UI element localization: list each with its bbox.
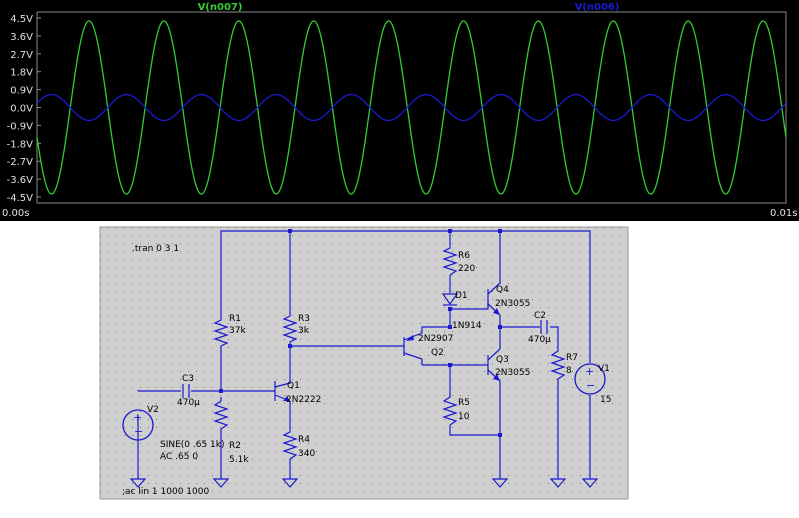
r4-value: 340 [298,449,315,459]
svg-text:+: + [585,365,594,378]
ac-directive[interactable]: ;ac lin 1 1000 1000 [122,487,209,497]
voltage-source-v1[interactable]: + − V1 15 [574,363,611,405]
q2-value: 2N2907 [418,334,453,344]
y-tick-label: 4.5V [10,14,33,25]
v2-value: SINE(0 .65 1k) [160,440,225,450]
r5-name: R5 [458,398,470,408]
r2-value: 5.1k [229,455,249,465]
q2-name: Q2 [431,348,444,358]
voltage-source-v2[interactable]: + − V2 SINE(0 .65 1k) AC .65 0 [122,405,225,462]
y-tick-label: -2.7V [7,157,34,168]
r3-name: R3 [298,314,310,324]
r7-name: R7 [566,353,578,363]
c3-value: 470µ [177,398,200,408]
resistor-r3[interactable]: R3 3k [282,313,310,344]
svg-text:−: − [134,425,143,438]
r1-name: R1 [229,314,241,324]
ground-symbols [129,478,599,488]
c2-name: C2 [534,311,546,321]
c3-name: C3 [182,374,194,384]
x-tick-label-start: 0.00s [2,208,29,219]
svg-text:−: − [586,379,595,392]
y-axis-ticks: 4.5V 3.6V 2.7V 1.8V 0.9V 0.0V -0.9V -1.8V -2.7V -… [7,14,41,204]
q4-value: 2N3055 [495,299,530,309]
tran-directive[interactable]: .tran 0 3 1 [132,244,179,254]
y-tick-label: 1.8V [10,68,33,79]
svg-text:+: + [133,411,142,424]
y-tick-label: -4.5V [7,193,34,204]
transistor-q1[interactable]: Q1 2N2222 [274,381,321,413]
c2-value: 470µ [528,335,551,345]
schematic-grid [100,227,628,499]
resistor-r6[interactable]: R6 220 [442,245,475,276]
resistor-r1[interactable]: R1 37k [213,314,246,352]
v2-name: V2 [147,405,159,415]
y-tick-label: 2.7V [10,50,33,61]
r6-name: R6 [458,251,470,261]
transistor-q4[interactable]: Q4 2N3055 [487,282,530,316]
q1-value: 2N2222 [286,395,321,405]
y-tick-label: 0.0V [10,104,33,115]
r4-name: R4 [298,435,310,445]
capacitor-c3[interactable]: C3 470µ [177,374,200,408]
plot-background [0,0,799,221]
v2-ac-value: AC .65 0 [160,452,198,462]
resistor-r4[interactable]: R4 340 [282,429,315,465]
y-tick-label: -1.8V [7,139,34,150]
resistor-r5[interactable]: R5 10 [442,393,470,426]
junction-dots [219,229,502,437]
q3-value: 2N3055 [495,368,530,378]
resistor-r2[interactable]: R2 5.1k [213,397,249,465]
q1-name: Q1 [287,381,300,391]
x-axis-ticks: 0.00s 0.01s [2,208,797,219]
y-tick-label: 3.6V [10,32,33,43]
r2-name: R2 [229,441,241,451]
waveform-plot[interactable]: V(n007) V(n006) 4.5V 3.6V 2.7V 1.8V 0.9V 0.0V… [0,0,799,221]
r1-value: 37k [229,326,246,336]
transistor-q3[interactable]: Q3 2N3055 [487,348,530,382]
r3-value: 3k [298,326,310,336]
d1-name: D1 [455,291,468,301]
y-tick-label: -0.9V [7,121,34,132]
v1-value: 15 [600,395,611,405]
x-tick-label-end: 0.01s [770,208,797,219]
transistor-q2[interactable]: 2N2907 Q2 [403,332,453,360]
q3-name: Q3 [496,355,509,365]
diode-d1[interactable]: D1 1N914 [441,291,482,331]
y-tick-label: 0.9V [10,86,33,97]
v1-name: V1 [598,364,610,374]
trace-n007-line [36,20,787,195]
trace-label-n007[interactable]: V(n007) [198,2,243,13]
y-tick-label: -3.6V [7,175,34,186]
trace-n006-line [36,93,787,122]
trace-label-n006[interactable]: V(n006) [575,2,620,13]
r5-value: 10 [458,412,470,422]
schematic-editor[interactable]: .tran 0 3 1 ;ac lin 1 1000 1000 [0,221,799,518]
capacitor-c2[interactable]: C2 470µ [528,311,551,345]
q4-name: Q4 [496,285,509,295]
r6-value: 220 [458,264,475,274]
r7-value: 8 [566,366,572,376]
d1-value: 1N914 [452,321,482,331]
resistor-r7[interactable]: R7 8 [550,347,578,383]
